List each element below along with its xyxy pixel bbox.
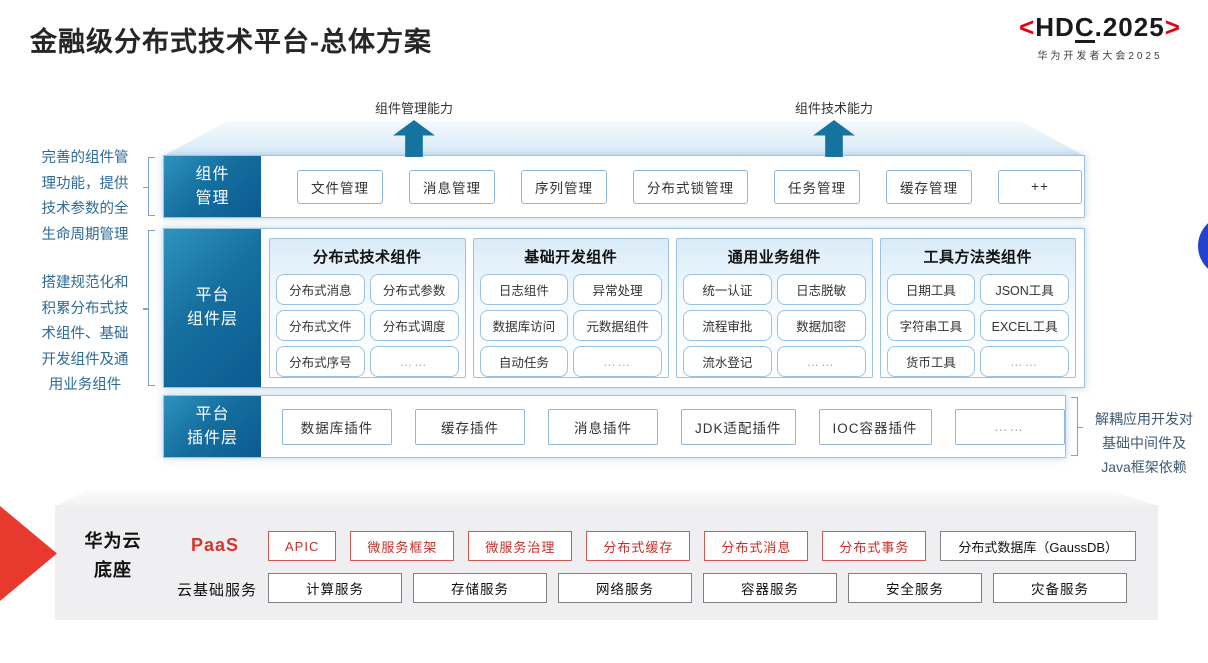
plugin-box-more: …… xyxy=(954,408,1065,445)
paas-service-box: 微服务框架 xyxy=(350,531,455,561)
component-box: EXCEL工具 xyxy=(980,310,1069,341)
component-box: 异常处理 xyxy=(573,274,662,305)
capability-management-arrow: 组件管理能力 xyxy=(349,98,479,157)
component-box: 日期工具 xyxy=(886,274,976,305)
column-title: 基础开发组件 xyxy=(524,249,618,266)
annotation-component-management: 完善的组件管 理功能，提供 技术参数的全 生命周期管理 xyxy=(41,150,129,243)
paas-service-box: 分布式消息 xyxy=(704,531,809,561)
paas-service-box: APIC xyxy=(268,531,337,561)
component-box: 消息管理 xyxy=(409,169,495,204)
component-box: ++ xyxy=(998,169,1082,204)
layer-platform-components: 平台 组件层 分布式技术组件 分布式消息 分布式参数 分布式文件 分布式调度 分… xyxy=(163,228,1085,388)
plugin-box: 消息插件 xyxy=(548,408,658,445)
platform-3d-top-face xyxy=(163,121,1085,156)
arrow-up-icon xyxy=(813,120,855,157)
foundation-3d-top-face xyxy=(55,489,1158,506)
component-box: 数据库访问 xyxy=(479,310,569,341)
component-box: 分布式文件 xyxy=(276,310,365,341)
bracket-left-icon xyxy=(143,230,155,386)
component-box-more: …… xyxy=(369,346,459,377)
gaussdb-box: 分布式数据库（GaussDB） xyxy=(940,531,1137,561)
page-title: 金融级分布式技术平台-总体方案 xyxy=(30,27,432,57)
capability-label: 组件技术能力 xyxy=(794,101,873,116)
column-title: 分布式技术组件 xyxy=(312,249,422,266)
component-box: 元数据组件 xyxy=(573,310,662,341)
cloud-service-box: 安全服务 xyxy=(848,573,982,603)
paas-services-row: APIC 微服务框架 微服务治理 分布式缓存 分布式消息 分布式事务 分布式数据… xyxy=(268,531,1137,561)
component-box: 分布式调度 xyxy=(369,310,459,341)
component-box-more: …… xyxy=(776,346,866,377)
annotation-plugin-layer: 解耦应用开发对 基础中间件及 Java框架依赖 xyxy=(1095,411,1193,475)
paas-service-box: 分布式事务 xyxy=(822,531,927,561)
cloud-service-box: 存储服务 xyxy=(413,573,547,603)
layer-component-management: 组件 管理 文件管理 消息管理 序列管理 分布式锁管理 任务管理 缓存管理 ++ xyxy=(163,155,1085,218)
component-box: 自动任务 xyxy=(479,346,569,377)
blue-circle-decoration xyxy=(1198,215,1208,277)
layer-label: 平台 插件层 xyxy=(164,396,261,457)
column-grid: 日期工具 JSON工具 字符串工具 EXCEL工具 货币工具 …… xyxy=(886,274,1069,377)
annotation-platform-components: 搭建规范化和 积累分布式技 术组件、基础 开发组件及通 用业务组件 xyxy=(41,275,129,393)
plugin-box: IOC容器插件 xyxy=(818,408,932,445)
component-box: 统一认证 xyxy=(683,274,772,305)
column-grid: 统一认证 日志脱敏 流程审批 数据加密 流水登记 …… xyxy=(683,274,866,377)
column-tool-methods: 工具方法类组件 日期工具 JSON工具 字符串工具 EXCEL工具 货币工具 …… xyxy=(879,238,1076,378)
plugin-box: JDK适配插件 xyxy=(681,408,796,445)
component-box: 字符串工具 xyxy=(886,310,976,341)
column-general-business: 通用业务组件 统一认证 日志脱敏 流程审批 数据加密 流水登记 …… xyxy=(676,238,873,378)
layer-items: 数据库插件 缓存插件 消息插件 JDK适配插件 IOC容器插件 …… xyxy=(261,396,1091,457)
component-box: 流程审批 xyxy=(683,310,772,341)
component-box: 日志组件 xyxy=(479,274,569,305)
component-box: 序列管理 xyxy=(521,169,607,204)
column-grid: 分布式消息 分布式参数 分布式文件 分布式调度 分布式序号 …… xyxy=(276,274,459,377)
cloud-services-row: 计算服务 存储服务 网络服务 容器服务 安全服务 灾备服务 xyxy=(268,573,1127,603)
component-box: 文件管理 xyxy=(297,169,383,204)
component-box: 货币工具 xyxy=(886,346,976,377)
plugin-box: 数据库插件 xyxy=(282,408,392,445)
capability-label: 组件管理能力 xyxy=(374,101,453,116)
bracket-left-icon xyxy=(143,157,155,216)
component-columns: 分布式技术组件 分布式消息 分布式参数 分布式文件 分布式调度 分布式序号 ……… xyxy=(261,229,1084,387)
column-title: 工具方法类组件 xyxy=(923,249,1032,266)
column-title: 通用业务组件 xyxy=(727,249,821,266)
column-basic-dev: 基础开发组件 日志组件 异常处理 数据库访问 元数据组件 自动任务 …… xyxy=(472,238,669,378)
component-box: 分布式锁管理 xyxy=(633,169,748,204)
paas-service-box: 分布式缓存 xyxy=(586,531,691,561)
component-box-more: …… xyxy=(980,346,1069,377)
cloud-service-box: 计算服务 xyxy=(268,573,402,603)
capability-technology-arrow: 组件技术能力 xyxy=(769,98,899,157)
cloud-basic-services-label: 云基础服务 xyxy=(177,582,258,599)
paas-label: PaaS xyxy=(191,535,240,555)
layer-platform-plugins: 平台 插件层 数据库插件 缓存插件 消息插件 JDK适配插件 IOC容器插件 …… xyxy=(163,395,1066,458)
hdc-logo-text: <HDC.2025> xyxy=(1019,12,1181,43)
component-box-more: …… xyxy=(573,346,662,377)
component-box: 缓存管理 xyxy=(886,169,972,204)
paas-service-box: 微服务治理 xyxy=(468,531,573,561)
layer-label: 平台 组件层 xyxy=(164,229,261,387)
hdc-logo-subtitle: 华为开发者大会2025 xyxy=(1037,51,1163,62)
column-distributed-tech: 分布式技术组件 分布式消息 分布式参数 分布式文件 分布式调度 分布式序号 …… xyxy=(269,238,466,378)
component-box: 分布式消息 xyxy=(276,274,365,305)
huawei-cloud-base-label: 华为云 底座 xyxy=(84,531,142,580)
component-box: 分布式序号 xyxy=(276,346,365,377)
plugin-box: 缓存插件 xyxy=(415,408,525,445)
component-box: 分布式参数 xyxy=(369,274,459,305)
foundation-panel: 华为云 底座 PaaS APIC 微服务框架 微服务治理 分布式缓存 分布式消息… xyxy=(55,505,1158,620)
cloud-service-box: 容器服务 xyxy=(703,573,837,603)
component-box: 任务管理 xyxy=(774,169,860,204)
component-box: 数据加密 xyxy=(776,310,866,341)
hdc-2025-logo: <HDC.2025> 华为开发者大会2025 xyxy=(1000,12,1200,62)
column-grid: 日志组件 异常处理 数据库访问 元数据组件 自动任务 …… xyxy=(479,274,662,377)
cloud-service-box: 网络服务 xyxy=(558,573,692,603)
red-arrow-icon xyxy=(0,506,57,601)
component-box: JSON工具 xyxy=(980,274,1069,305)
layer-label: 组件 管理 xyxy=(164,156,261,217)
logo-left-angle-icon: < xyxy=(1019,12,1036,42)
cloud-service-box: 灾备服务 xyxy=(993,573,1127,603)
layer-items: 文件管理 消息管理 序列管理 分布式锁管理 任务管理 缓存管理 ++ xyxy=(261,156,1108,217)
logo-right-angle-icon: > xyxy=(1164,12,1181,42)
bracket-right-icon xyxy=(1071,397,1083,456)
component-box: 流水登记 xyxy=(683,346,772,377)
arrow-up-icon xyxy=(393,120,435,157)
component-box: 日志脱敏 xyxy=(776,274,866,305)
